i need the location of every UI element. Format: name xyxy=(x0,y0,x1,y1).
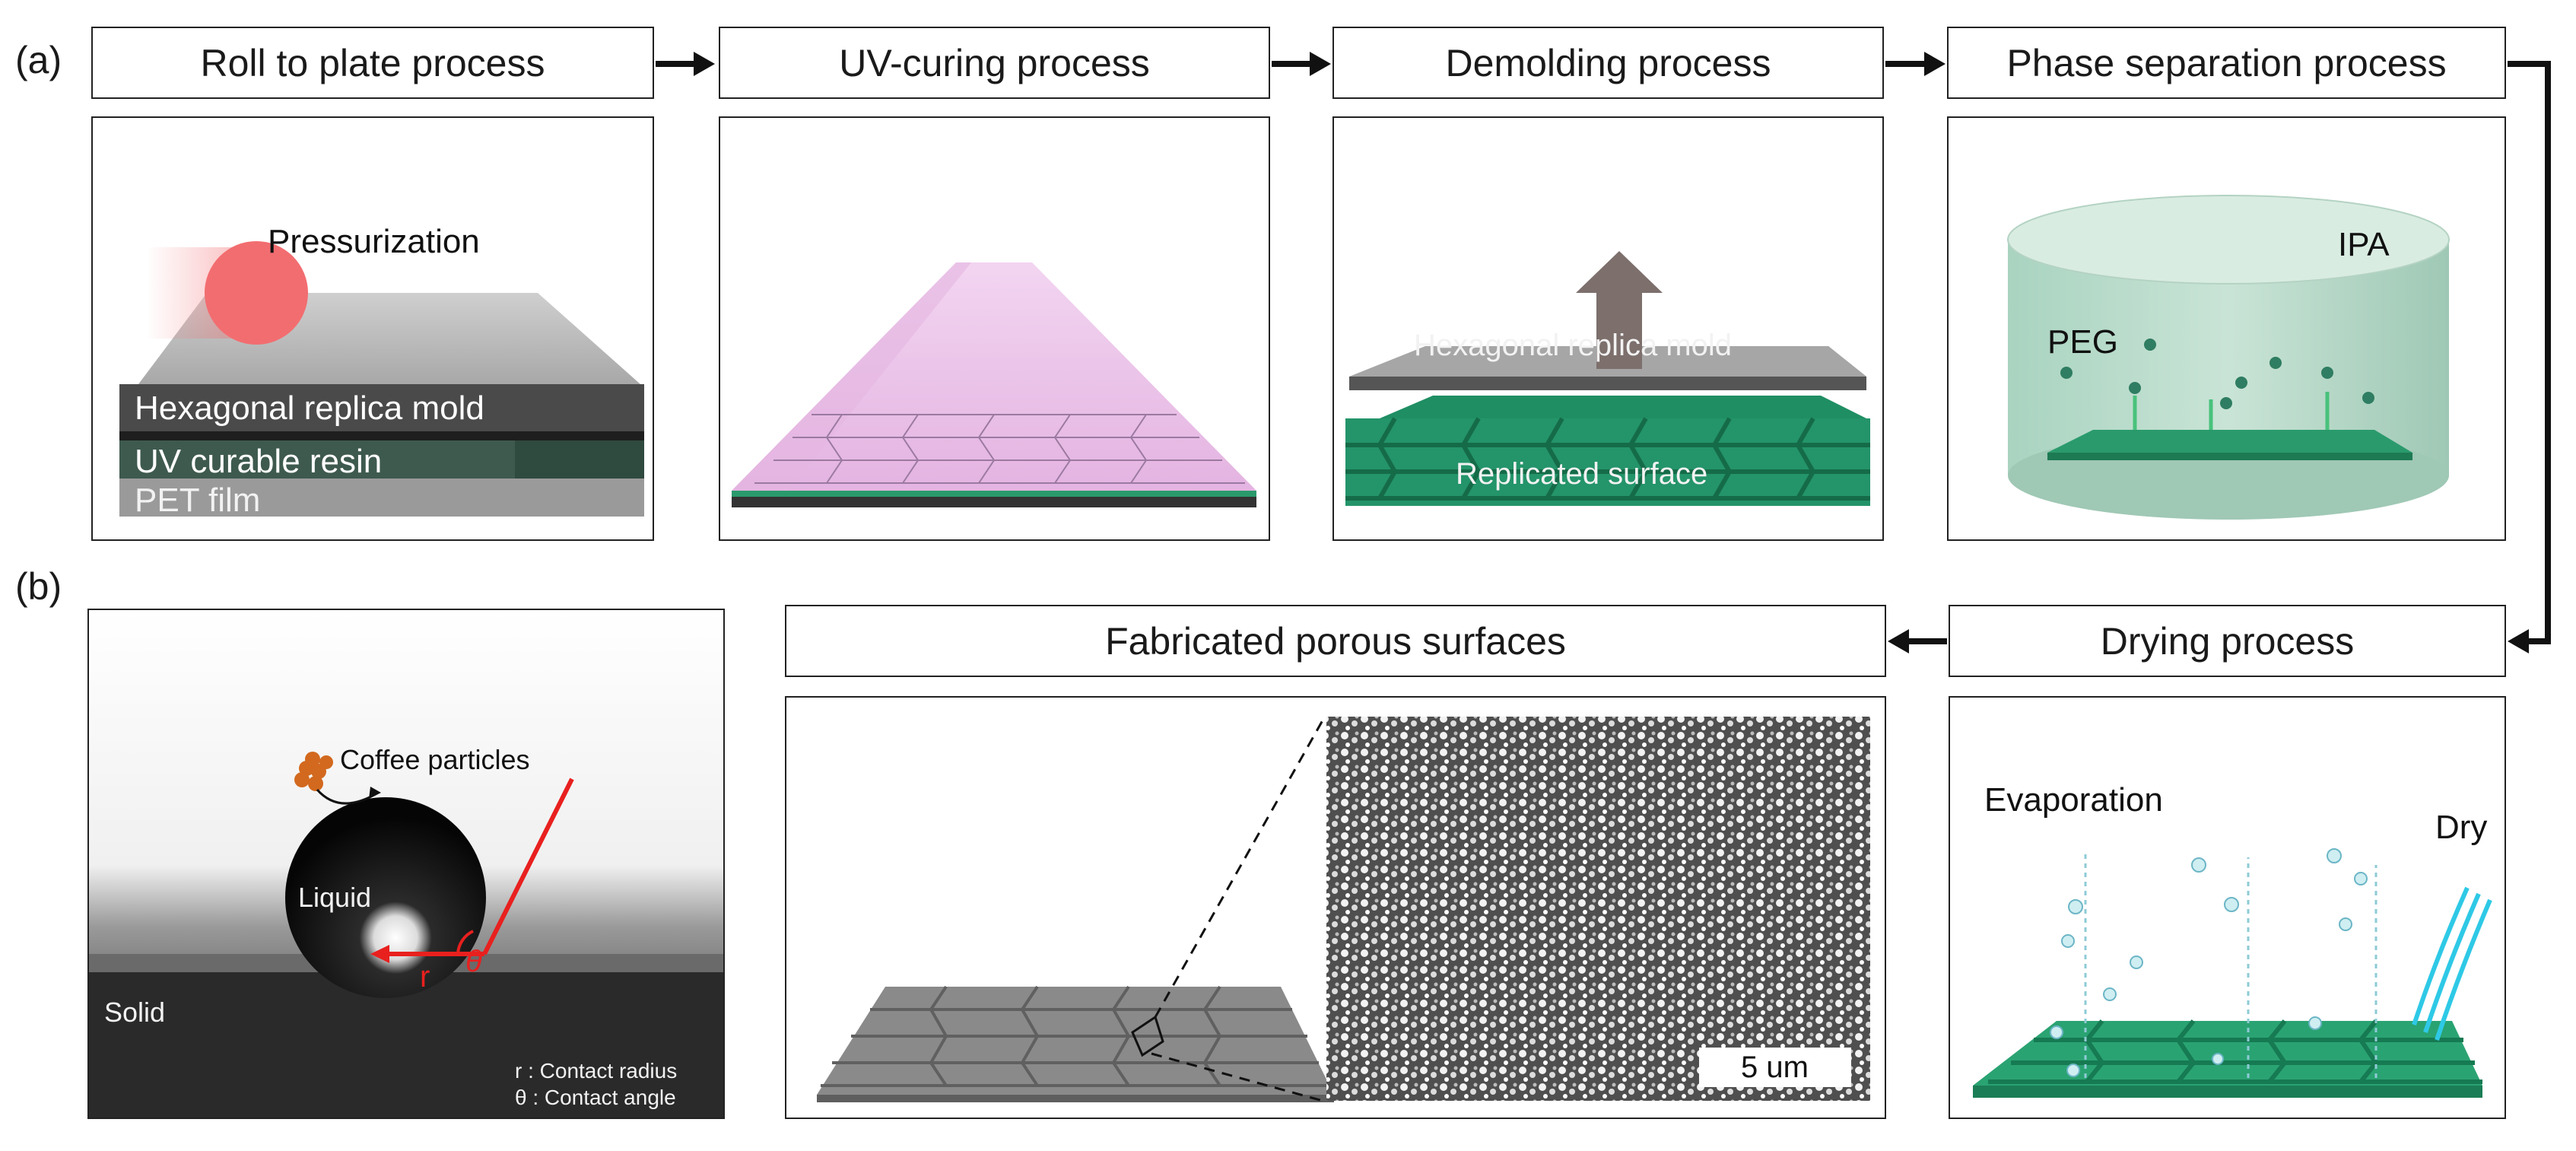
step-phase-separation: Phase separation process xyxy=(1947,27,2506,99)
replicated-surface-body xyxy=(1345,418,1870,506)
hex-grid-drying xyxy=(1988,1019,2482,1084)
sem-image xyxy=(1326,717,1870,1101)
solid-label: Solid xyxy=(104,997,166,1028)
coffee-particles-icon xyxy=(294,752,333,791)
roll-to-plate-panel: Pressurization Hexagonal replica mold UV… xyxy=(91,116,654,541)
theta-symbol: θ xyxy=(465,945,482,978)
scale-bar-box xyxy=(1699,1048,1851,1087)
step-roll-to-plate: Roll to plate process xyxy=(91,27,654,99)
liquid-label: Liquid xyxy=(298,882,372,913)
step-drying: Drying process xyxy=(1949,605,2506,677)
layer-resin-label: UV curable resin xyxy=(135,443,383,480)
demolding-panel: Hexagonal replica mold Replicated surfac… xyxy=(1332,116,1884,541)
layer-mold-label: Hexagonal replica mold xyxy=(135,389,484,427)
layer-pet-label: PET film xyxy=(135,482,261,519)
ipa-label: IPA xyxy=(2338,226,2390,263)
ipa-cylinder-top xyxy=(2007,195,2450,285)
contact-angle-panel: Coffee particles Liquid Solid r θ r : Co… xyxy=(87,609,725,1119)
arrowhead-5 xyxy=(1888,629,1909,653)
zoom-lines xyxy=(1151,720,1324,1102)
liquid-droplet xyxy=(285,797,486,998)
peg-release-arrows xyxy=(2133,392,2330,430)
arrow-phase-to-drying xyxy=(2508,61,2551,644)
layer-divider xyxy=(119,431,644,440)
contact-tangent-line xyxy=(482,777,574,955)
layer-mold xyxy=(119,384,644,431)
replicated-surface-label: Replicated surface xyxy=(1456,457,1708,491)
step-demolding: Demolding process xyxy=(1332,27,1884,99)
arrowhead-2 xyxy=(1310,52,1331,76)
scale-bar-label: 5 um xyxy=(1741,1051,1809,1084)
contact-radius-arrowhead xyxy=(370,945,389,963)
peg-label: PEG xyxy=(2047,323,2118,361)
drying-surface-top xyxy=(1973,1021,2482,1086)
arrowhead-4 xyxy=(2508,629,2529,653)
step-uv-curing: UV-curing process xyxy=(719,27,1270,99)
evaporation-label: Evaporation xyxy=(1984,781,2163,819)
replicated-surface-top xyxy=(1380,396,1866,418)
coffee-particles-label: Coffee particles xyxy=(340,744,530,775)
layer-resin-right xyxy=(515,440,644,479)
r-symbol: r xyxy=(420,960,430,994)
fabricated-panel: 5 um xyxy=(785,696,1886,1119)
legend-contact-angle: θ : Contact angle xyxy=(515,1086,676,1109)
vapor-droplets xyxy=(2050,848,2368,1077)
evaporation-paths xyxy=(2084,850,2377,1078)
hex-grid-fabricated xyxy=(821,985,1330,1087)
uv-curing-panel xyxy=(719,116,1270,541)
uv-film-green xyxy=(732,491,1256,497)
contact-angle-arc xyxy=(456,930,474,955)
legend-contact-radius: r : Contact radius xyxy=(515,1059,678,1083)
pressurization-label: Pressurization xyxy=(268,223,480,260)
uv-light-cone xyxy=(732,262,1256,491)
phase-sample-edge xyxy=(2047,453,2412,460)
uv-film-base xyxy=(732,497,1256,507)
zoom-region xyxy=(1131,1015,1164,1057)
layer-pet xyxy=(119,479,644,517)
dry-label: Dry xyxy=(2435,809,2488,846)
phase-separation-panel: IPA PEG xyxy=(1947,116,2506,541)
uv-cone-edge-left xyxy=(732,262,971,491)
porous-surface-plate xyxy=(817,987,1334,1095)
panel-label-a: (a) xyxy=(15,39,62,81)
phase-sample-surface xyxy=(2047,430,2412,453)
dry-airflow xyxy=(2412,886,2492,1041)
arrowhead-1 xyxy=(694,52,715,76)
hex-grid-uv xyxy=(754,414,1245,484)
arrowhead-3 xyxy=(1924,52,1945,76)
lift-arrow xyxy=(1576,251,1663,369)
drying-surface-edge xyxy=(1973,1086,2482,1098)
panel-label-b: (b) xyxy=(15,565,62,608)
demold-mold-edge xyxy=(1349,377,1866,390)
roller xyxy=(205,241,308,345)
step-fabricated-porous-surfaces: Fabricated porous surfaces xyxy=(785,605,1886,677)
demold-mold-label: Hexagonal replica mold xyxy=(1414,329,1733,362)
peg-particles xyxy=(2060,339,2374,409)
porous-surface-edge xyxy=(817,1095,1334,1102)
coffee-arrowhead xyxy=(369,787,381,799)
hex-grid-demold xyxy=(1345,417,1870,501)
drying-panel: Evaporation Dry xyxy=(1949,696,2506,1119)
